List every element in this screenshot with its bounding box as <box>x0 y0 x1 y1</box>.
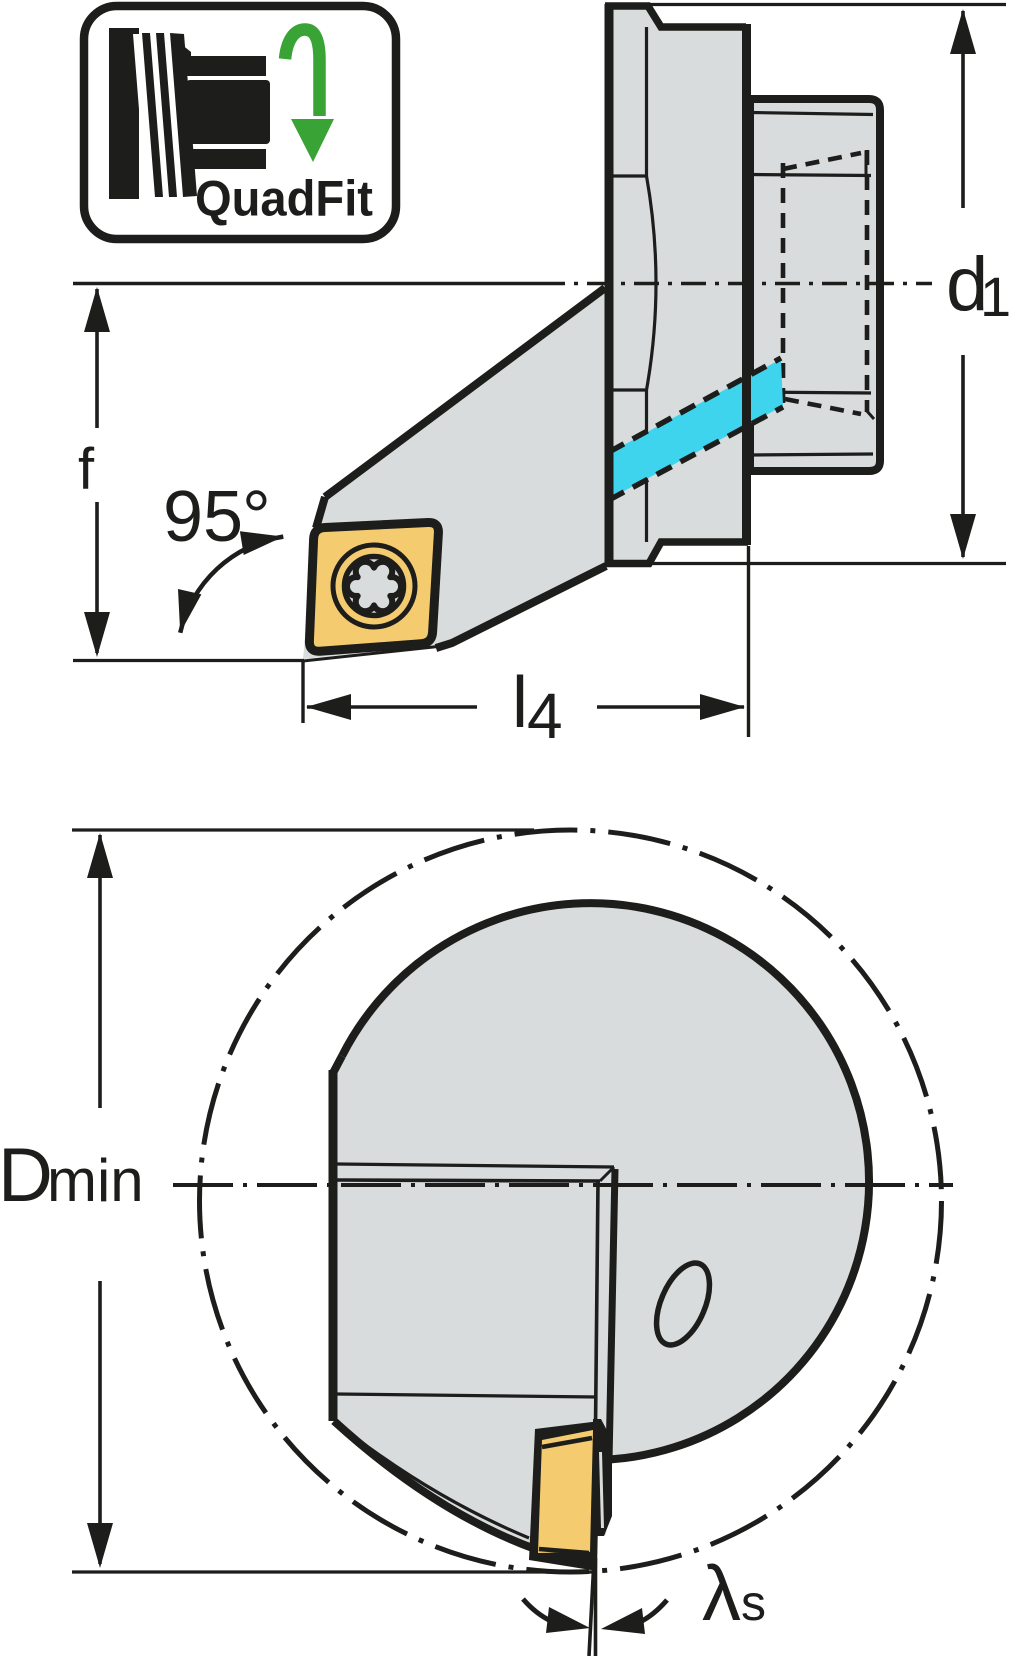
svg-text:l: l <box>512 663 528 743</box>
svg-text:4: 4 <box>527 680 563 752</box>
svg-text:d: d <box>946 242 988 327</box>
svg-text:min: min <box>47 1147 144 1214</box>
svg-text:λ: λ <box>702 1549 741 1637</box>
svg-text:1: 1 <box>980 265 1011 328</box>
svg-text:95: 95 <box>163 477 243 557</box>
svg-text:f: f <box>78 437 95 502</box>
svg-text:D: D <box>0 1133 53 1218</box>
svg-text:QuadFit: QuadFit <box>195 171 373 227</box>
svg-text:s: s <box>741 1575 766 1631</box>
